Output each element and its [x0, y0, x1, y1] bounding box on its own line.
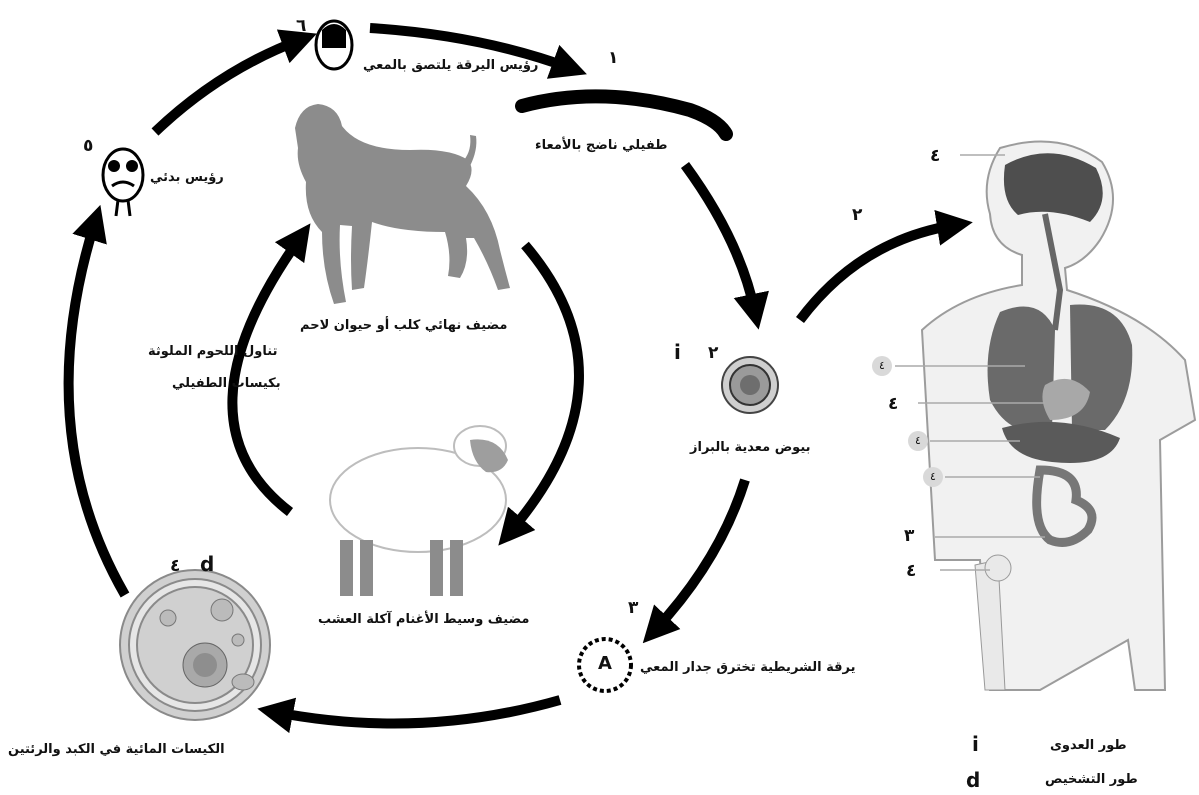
label-larva: يرقة الشريطية تخترق جدار المعي [640, 660, 855, 675]
arrow-adult-to-eggs [685, 165, 755, 312]
label-definitive-host: مضيف نهائي كلب أو حيوان لاحم [300, 318, 507, 333]
legend-label-infective: طور العدوى [1050, 738, 1127, 753]
dog-icon [295, 104, 510, 304]
egg-icon [722, 357, 778, 413]
step-number-5: ٥ [83, 136, 93, 156]
protoscolex-icon [103, 149, 143, 216]
legend-symbol-infective: i [972, 732, 979, 756]
body-bubble-lung: ٤ [872, 356, 892, 376]
arrow-dog-to-sheep [510, 245, 579, 532]
adult-worm-icon [522, 96, 726, 134]
infective-stage-marker: i [674, 340, 681, 364]
body-number-heart: ٤ [888, 394, 898, 414]
sheep-icon [330, 426, 508, 596]
label-ingestion-2: بكيسات الطفيلي [172, 376, 281, 391]
arrow-eggs-to-larva [655, 480, 745, 630]
larva-letter: A [598, 653, 612, 674]
arrow-eggs-to-human [800, 225, 955, 320]
body-number-intestine: ٣ [904, 526, 914, 546]
legend-symbol-diagnostic: d [966, 768, 980, 792]
step-number-3: ٣ [628, 598, 638, 618]
body-number-brain: ٤ [930, 146, 940, 166]
label-adult-worm: طفيلي ناضج بالأمعاء [535, 138, 667, 153]
body-bubble-liver-2: ٤ [923, 467, 943, 487]
hydatid-cyst-icon [120, 570, 270, 720]
diagnostic-stage-marker: d [200, 552, 214, 576]
label-infective-eggs: بيوض معدية بالبراز [690, 440, 811, 455]
label-protoscolex: رؤيس بدئي [150, 170, 224, 185]
step-number-2-egg: ٢ [708, 343, 718, 363]
label-hydatid-cysts: الكيسات المائية في الكبد والرئتين [8, 742, 225, 757]
cyst-step-number: ٤ [170, 556, 180, 576]
step-number-6: ٦ [296, 16, 306, 36]
step-number-1: ١ [608, 48, 618, 68]
arrow-cysts-to-protoscolex [69, 222, 125, 595]
body-number-bone: ٤ [906, 561, 916, 581]
attached-scolex-icon [316, 21, 352, 69]
arrow-sheep-to-dog [232, 238, 300, 512]
label-ingestion-1: تناول اللحوم الملوثة [148, 344, 277, 359]
legend-label-diagnostic: طور التشخيص [1045, 772, 1138, 787]
label-intermediate-host: مضيف وسيط الأغنام آكلة العشب [318, 612, 529, 627]
arrow-larva-to-cysts [275, 700, 560, 724]
body-bubble-liver-1: ٤ [908, 431, 928, 451]
step-number-2-arrow: ٢ [852, 205, 862, 225]
label-attached-scolex: رؤيس اليرقة يلتصق بالمعي [363, 58, 538, 73]
human-body-illustration [922, 142, 1195, 690]
arrow-protoscolex-to-scolex [155, 40, 300, 132]
